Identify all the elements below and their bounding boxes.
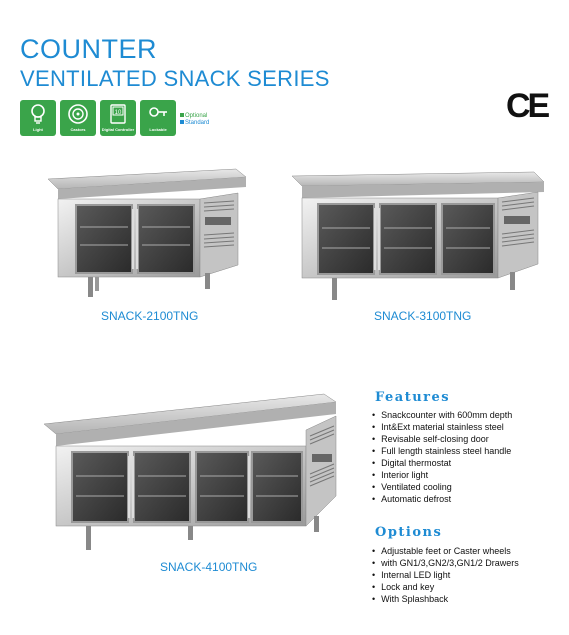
product-image-4-door <box>43 393 337 550</box>
icon-label-lockable: Lockable <box>149 127 167 132</box>
model-label-3100: SNACK-3100TNG <box>374 309 472 323</box>
product-image-3-door <box>291 171 545 300</box>
legend-optional: Optional <box>185 113 208 119</box>
lockable-icon-badge: Lockable <box>140 100 176 136</box>
page-title: COUNTER <box>20 34 157 64</box>
option-item: Internal LED light <box>372 569 519 581</box>
feature-item: Full length stainless steel handle <box>372 445 512 457</box>
digital-controller-icon: 10 <box>110 104 126 124</box>
icon-label-controller: Digital Controller <box>101 127 135 132</box>
feature-item: Ventilated cooling <box>372 481 512 493</box>
feature-item: Digital thermostat <box>372 457 512 469</box>
svg-text:10: 10 <box>115 110 122 116</box>
feature-item: Snackcounter with 600mm depth <box>372 409 512 421</box>
ce-mark: CE <box>506 87 550 125</box>
icon-label-castors: Castors <box>70 127 86 132</box>
legend-standard: Standard <box>185 120 210 126</box>
option-item: Lock and key <box>372 581 519 593</box>
standard-swatch <box>180 120 184 125</box>
features-heading: Features <box>375 390 451 405</box>
key-icon <box>149 107 167 117</box>
option-item: With Splashback <box>372 593 519 605</box>
options-heading: Options <box>375 525 443 540</box>
feature-item: Revisable self-closing door <box>372 433 512 445</box>
option-item: with GN1/3,GN2/3,GN1/2 Drawers <box>372 557 519 569</box>
feature-item: Automatic defrost <box>372 493 512 505</box>
optional-swatch <box>180 113 184 118</box>
castors-icon-badge: Castors <box>60 100 96 136</box>
page-subtitle: VENTILATED SNACK SERIES <box>20 66 330 91</box>
options-list: Adjustable feet or Caster wheels with GN… <box>372 545 519 605</box>
product-image-2-door <box>47 168 247 297</box>
controller-icon-badge: 10 Digital Controller <box>100 100 136 136</box>
icon-legend: Optional Standard <box>180 113 209 127</box>
features-list: Snackcounter with 600mm depth Int&Ext ma… <box>372 409 512 505</box>
light-bulb-icon <box>31 104 45 124</box>
model-label-2100: SNACK-2100TNG <box>101 309 199 323</box>
icon-label-light: Light <box>33 127 43 132</box>
light-icon-badge: Light <box>20 100 56 136</box>
option-item: Adjustable feet or Caster wheels <box>372 545 519 557</box>
castor-wheel-icon <box>68 104 88 124</box>
model-label-4100: SNACK-4100TNG <box>160 560 258 574</box>
feature-item: Interior light <box>372 469 512 481</box>
feature-item: Int&Ext material stainless steel <box>372 421 512 433</box>
